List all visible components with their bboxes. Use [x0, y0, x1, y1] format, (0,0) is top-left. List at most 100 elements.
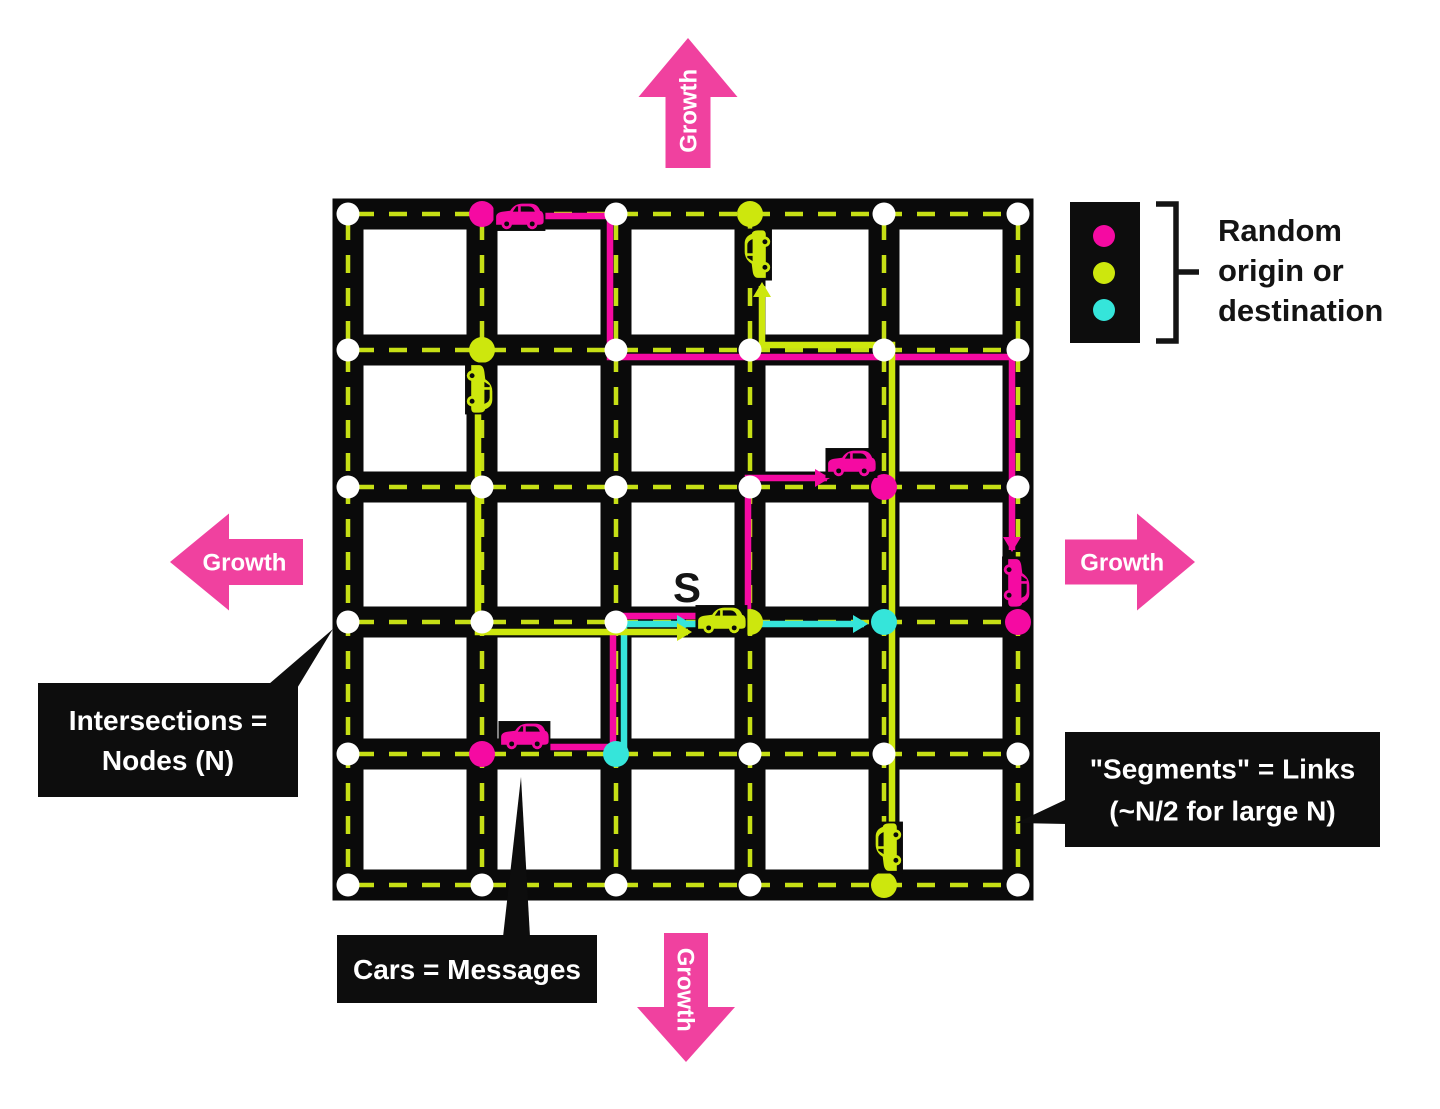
node-white-4-1 — [872, 338, 896, 362]
intersections-label-line-0: Intersections = — [69, 705, 267, 736]
car-rear-window — [1021, 575, 1027, 582]
growth-arrow-label: Growth — [202, 549, 286, 576]
car-rear-window — [714, 610, 721, 616]
node-white-3-4 — [738, 742, 762, 766]
growth-arrow-up: Growth — [638, 38, 738, 168]
segments-label-line-1: (~N/2 for large N) — [1109, 795, 1335, 826]
node-yellow-1-1 — [469, 337, 495, 363]
car-wheel-hub-0 — [504, 221, 510, 227]
segments-label-line-0: "Segments" = Links — [1090, 753, 1355, 784]
car-front-window — [520, 206, 535, 212]
car-wheel-hub-1 — [762, 239, 768, 245]
growth-arrow-up-shape — [638, 38, 738, 168]
car-wheel-hub-1 — [529, 221, 535, 227]
growth-arrow-label: Growth — [1080, 549, 1164, 576]
car-front-window — [525, 726, 540, 732]
car-front-window — [878, 832, 884, 847]
node-white-0-5 — [336, 873, 360, 897]
cars-label: Cars = Messages — [337, 777, 597, 1003]
yellow-route-a-arrowhead — [677, 623, 692, 641]
legend-text-line-1: origin or — [1218, 253, 1344, 288]
node-white-1-3 — [470, 610, 494, 634]
segments-label-box — [1065, 732, 1380, 847]
growth-arrow-right: Growth — [1065, 513, 1195, 611]
node-pink-5-3 — [1005, 609, 1031, 635]
node-white-5-0 — [1006, 202, 1030, 226]
node-white-0-0 — [336, 202, 360, 226]
cars-label-box — [337, 935, 597, 1003]
growth-arrow-label: Growth — [672, 948, 699, 1032]
car-wheel-hub-1 — [534, 741, 540, 747]
s-marker-label: S — [673, 564, 701, 611]
car-1-pink — [493, 201, 546, 231]
node-white-5-5 — [1006, 873, 1030, 897]
car-rear-window — [484, 381, 490, 388]
node-white-3-2 — [738, 475, 762, 499]
cars — [465, 201, 1032, 874]
car-wheel-hub-1 — [731, 625, 737, 631]
car-wheel-hub-0 — [469, 373, 475, 379]
node-white-4-4 — [872, 742, 896, 766]
node-white-0-3 — [336, 610, 360, 634]
intersections-label-line-1: Nodes (N) — [102, 745, 234, 776]
node-white-5-2 — [1006, 475, 1030, 499]
growth-arrow-left: Growth — [170, 513, 303, 611]
node-white-1-5 — [470, 873, 494, 897]
car-front-window — [852, 453, 867, 459]
segments-label: "Segments" = Links (~N/2 for large N) — [1016, 732, 1380, 847]
node-yellow-4-5 — [871, 872, 897, 898]
node-white-3-1 — [738, 338, 762, 362]
car-front-window — [747, 239, 753, 254]
car-wheel-hub-0 — [762, 264, 768, 270]
road-row-0 — [332, 198, 1034, 230]
node-white-2-3 — [604, 610, 628, 634]
node-white-0-2 — [336, 475, 360, 499]
car-wheel-hub-0 — [836, 468, 842, 474]
growth-arrow-down: Growth — [637, 933, 735, 1062]
car-wheel-hub-0 — [706, 625, 712, 631]
car-front-window — [722, 610, 737, 616]
cars-label-line-0: Cars = Messages — [353, 954, 581, 985]
pink-route-a-arrowhead — [1003, 537, 1021, 552]
legend-bracket — [1156, 201, 1199, 344]
growth-arrow-left-shape — [170, 513, 303, 611]
legend-dot-pink — [1093, 225, 1115, 247]
car-wheel-hub-0 — [893, 857, 899, 863]
segments-label-pointer — [1016, 799, 1067, 824]
legend-dot-cyan — [1093, 299, 1115, 321]
car-6-yellow — [695, 605, 748, 635]
car-7-pink — [498, 721, 551, 751]
car-wheel-hub-1 — [469, 398, 475, 404]
growth-arrow-right-shape — [1065, 513, 1195, 611]
intersections-label: Intersections = Nodes (N) — [38, 629, 333, 797]
node-white-3-5 — [738, 873, 762, 897]
road-row-1 — [332, 334, 1034, 366]
car-3-yellow — [742, 228, 772, 281]
node-white-5-1 — [1006, 338, 1030, 362]
car-5-pink — [1002, 556, 1032, 609]
car-wheel-hub-0 — [509, 741, 515, 747]
car-2-yellow — [465, 362, 495, 415]
intersections-label-box — [38, 683, 298, 797]
node-white-0-4 — [336, 742, 360, 766]
pink-route-b — [505, 474, 827, 751]
car-wheel-hub-1 — [1006, 592, 1012, 598]
car-front-window — [1021, 583, 1027, 598]
road-center-dashes — [345, 211, 1021, 888]
legend-text-line-0: Random — [1218, 213, 1342, 248]
cyan-route-arrowhead — [853, 615, 868, 633]
node-white-2-2 — [604, 475, 628, 499]
node-white-0-1 — [336, 338, 360, 362]
node-white-2-0 — [604, 202, 628, 226]
node-cyan-4-3 — [871, 609, 897, 635]
car-wheel-hub-1 — [861, 468, 867, 474]
node-white-4-0 — [872, 202, 896, 226]
road-row-2 — [332, 471, 1034, 503]
car-rear-window — [878, 848, 884, 855]
car-rear-window — [512, 206, 519, 212]
node-white-2-1 — [604, 338, 628, 362]
node-pink-1-0 — [469, 201, 495, 227]
growth-arrow-down-shape — [637, 933, 735, 1062]
